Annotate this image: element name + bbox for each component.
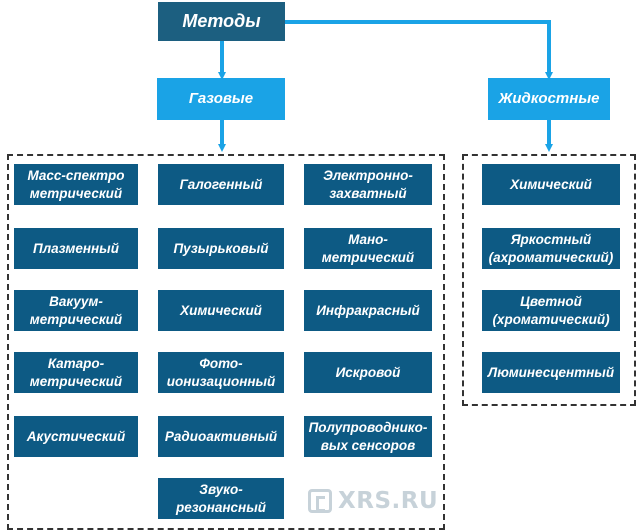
gas-method-bubble: Пузырьковый	[158, 228, 284, 269]
liquid-methods-group	[462, 154, 636, 406]
gas-method-plasma: Плазменный	[14, 228, 138, 269]
watermark: XRS.RU	[308, 488, 438, 514]
gas-method-vacuum-metric: Вакуум-метрический	[14, 290, 138, 331]
gas-method-sound-resonance: Звуко-резонансный	[158, 478, 284, 519]
gas-method-photoionization: Фото-ионизационный	[158, 352, 284, 393]
gas-method-manometric: Мано-метрический	[304, 228, 432, 269]
gas-method-radioactive: Радиоактивный	[158, 416, 284, 457]
liquid-method-chemical: Химический	[482, 164, 620, 205]
gas-method-spark: Искровой	[304, 352, 432, 393]
gas-method-katharometric: Катаро-метрический	[14, 352, 138, 393]
gas-method-electron-capture: Электронно-захватный	[304, 164, 432, 205]
arrow-root-to-liquid	[285, 20, 553, 80]
watermark-text: XRS.RU	[338, 488, 439, 514]
liquid-branch-node: Жидкостные	[488, 78, 610, 120]
gas-method-halogen: Галогенный	[158, 164, 284, 205]
root-node-methods: Методы	[158, 2, 285, 41]
watermark-logo-icon	[308, 489, 332, 513]
gas-method-mass-spectrometric: Масс-спектро метрический	[14, 164, 138, 205]
liquid-method-color: Цветной (хроматический)	[482, 290, 620, 331]
liquid-method-luminescent: Люминесцентный	[482, 352, 620, 393]
gas-methods-group	[7, 154, 445, 530]
gas-method-acoustic: Акустический	[14, 416, 138, 457]
gas-method-infrared: Инфракрасный	[304, 290, 432, 331]
liquid-method-brightness: Яркостный (ахроматический)	[482, 228, 620, 269]
gas-method-semiconductor-sensors: Полупроводнико-вых сенсоров	[304, 416, 432, 457]
gas-branch-node: Газовые	[157, 78, 285, 120]
gas-method-chemical: Химический	[158, 290, 284, 331]
